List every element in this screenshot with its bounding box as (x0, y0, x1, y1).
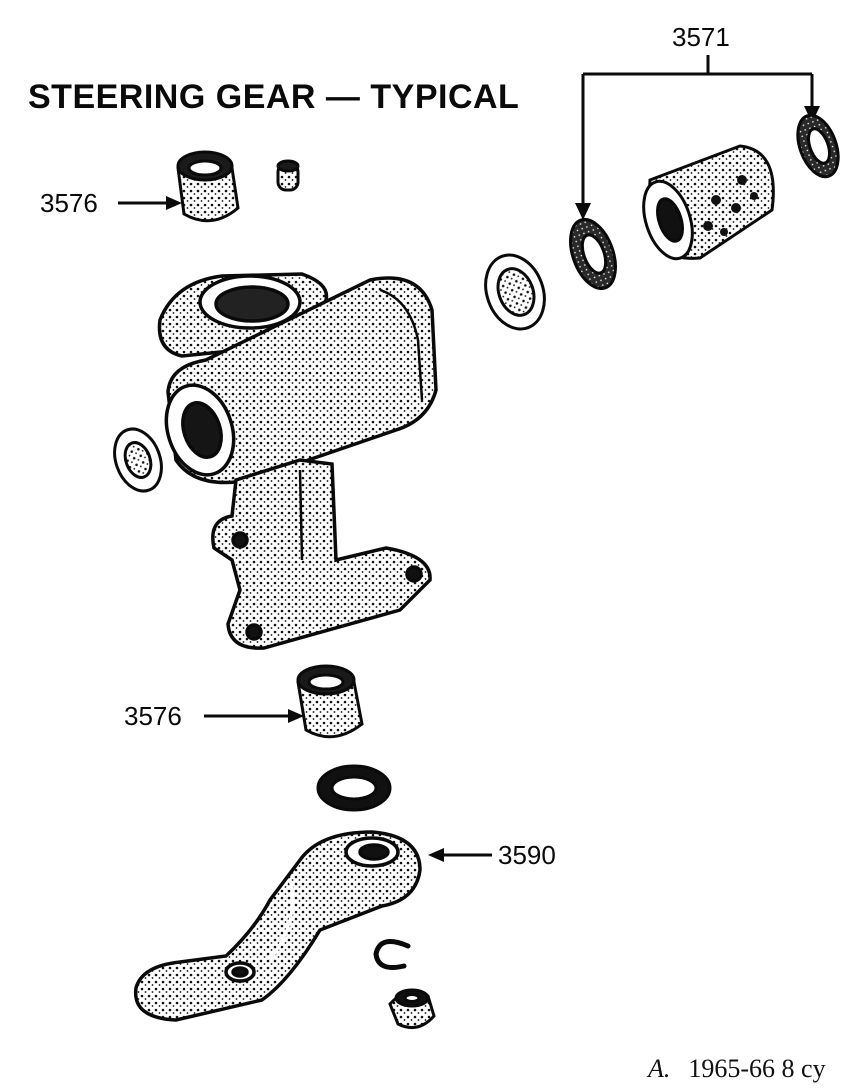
leader-3571 (581, 55, 814, 205)
worm-bearing-inner (569, 217, 617, 291)
retaining-clip (373, 939, 411, 970)
sector-shaft-seal (316, 764, 392, 812)
caption-text: 1965-66 8 cy (688, 1054, 826, 1083)
filler-plug (276, 159, 300, 192)
pitman-arm-nut (388, 988, 436, 1030)
bearing-cup-upper (176, 150, 240, 223)
arrowhead-3576-lower (288, 709, 304, 723)
worm-bearing-outer (796, 113, 840, 179)
diagram-title: STEERING GEAR — TYPICAL (28, 78, 520, 116)
arrowhead-3576-upper (166, 196, 182, 210)
callout-3590: 3590 (498, 840, 556, 870)
callout-3576-lower: 3576 (124, 701, 182, 731)
worm-ball-nut (642, 144, 775, 261)
seal-washer-front (484, 253, 546, 331)
bearing-cup-lower (296, 664, 364, 739)
pitman-arm (133, 830, 422, 1022)
caption-letter: A. (648, 1054, 671, 1083)
side-cover-washer (113, 427, 163, 493)
figure-caption: A. 1965-66 8 cy (648, 1054, 826, 1084)
steering-gear-housing (157, 272, 438, 650)
callout-3576-upper: 3576 (40, 188, 98, 218)
arrowhead-3571-left (575, 203, 591, 220)
callout-3571: 3571 (672, 22, 730, 52)
arrowhead-3590 (428, 848, 444, 862)
